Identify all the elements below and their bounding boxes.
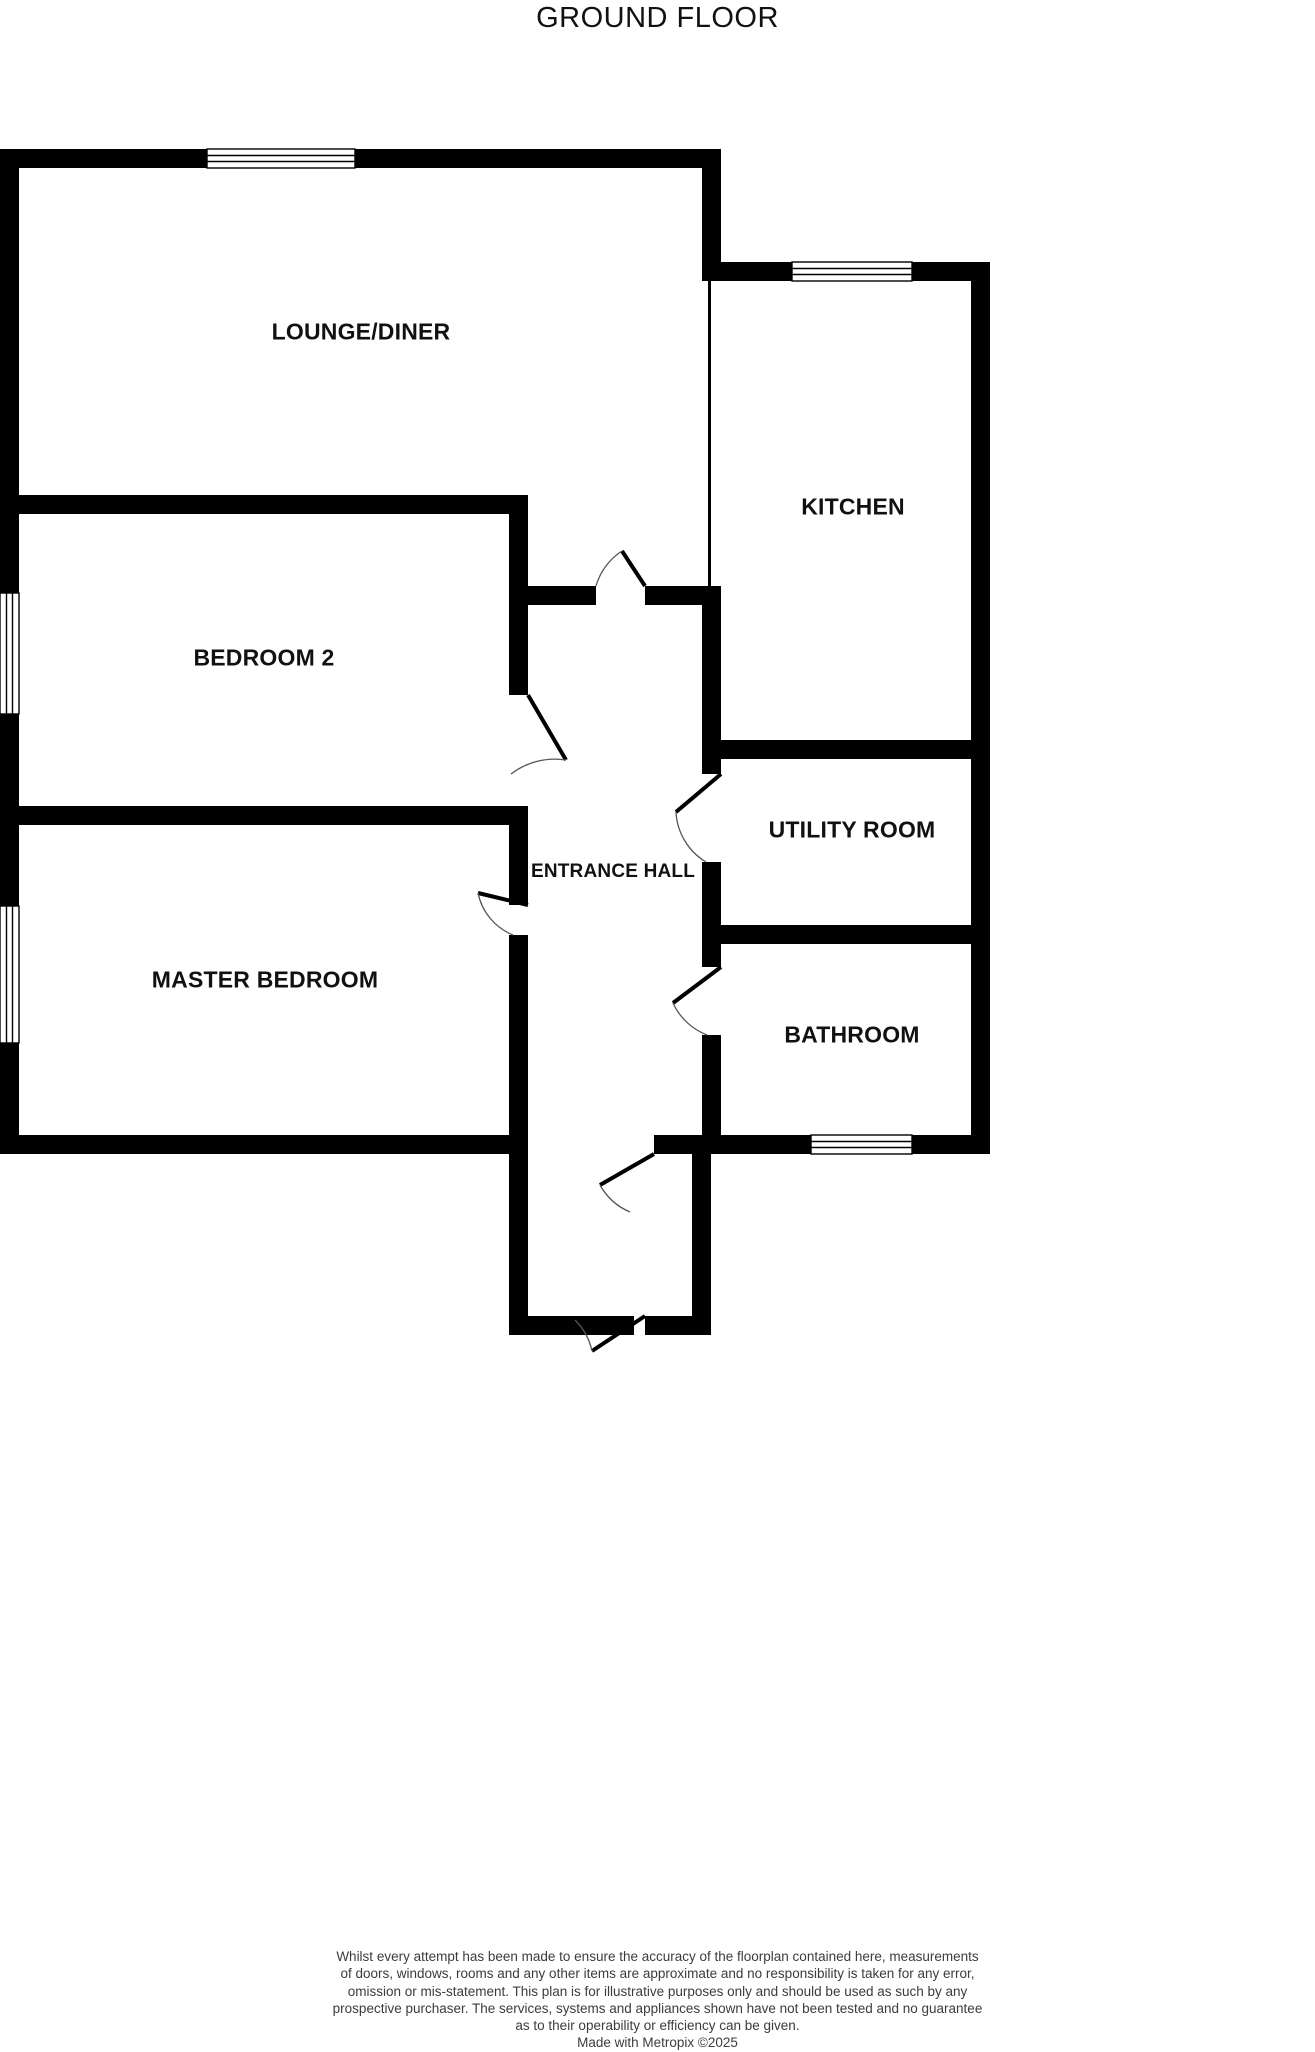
door-utility-hall: [674, 772, 723, 863]
wall-kitchen-top-left: [702, 262, 792, 281]
floorplan-svg: [0, 148, 990, 1353]
wall-group: [0, 149, 990, 1335]
room-label-bedroom-2: BEDROOM 2: [193, 644, 335, 671]
wall-hall-right-upper: [702, 586, 721, 774]
floorplan-drawing: LOUNGE/DINER KITCHEN BEDROOM 2 UTILITY R…: [0, 148, 990, 1353]
wall-top-right: [355, 149, 721, 168]
page-title: GROUND FLOOR: [536, 2, 779, 34]
disclaimer-line-4: prospective purchaser. The services, sys…: [332, 2000, 983, 2016]
door-master-hall: [477, 891, 529, 936]
room-label-master-bedroom: MASTER BEDROOM: [151, 966, 379, 993]
wall-hall-right-mid: [702, 862, 721, 967]
wall-utility-top: [714, 740, 990, 759]
wall-hall-top-left-stub: [528, 586, 596, 605]
window-lounge-top: [206, 148, 356, 169]
wall-lounge-right: [702, 149, 721, 276]
wall-bathroom-top: [714, 925, 990, 944]
room-label-utility-room: UTILITY ROOM: [768, 816, 936, 843]
wall-bedroom2-right: [509, 495, 528, 695]
wall-kitchen-top-right: [912, 262, 990, 281]
wall-master-bottom: [0, 1135, 528, 1154]
room-label-kitchen: KITCHEN: [801, 493, 905, 520]
wall-porch-bottom-left: [509, 1316, 634, 1335]
disclaimer-line-1: Whilst every attempt has been made to en…: [336, 1949, 979, 1964]
window-kitchen-top: [791, 261, 913, 282]
disclaimer-footer: Whilst every attempt has been made to en…: [0, 1948, 1315, 2052]
wall-porch-right: [692, 1154, 711, 1335]
wall-master-right-upper: [509, 825, 528, 905]
wall-master-top: [0, 806, 528, 825]
wall-bedroom2-top: [0, 495, 528, 514]
door-hall-porch: [599, 1152, 655, 1213]
room-label-lounge-diner: LOUNGE/DINER: [271, 318, 451, 345]
door-porch-entrance: [574, 1314, 647, 1353]
wall-bathroom-bottom-right: [912, 1135, 990, 1154]
room-label-bathroom: BATHROOM: [784, 1021, 920, 1048]
disclaimer-line-5: as to their operability or efficiency ca…: [515, 2018, 800, 2034]
wall-hall-right-lower: [702, 1035, 721, 1154]
wall-hall-kitchen-divider: [708, 276, 711, 586]
door-bedroom2-hall: [510, 693, 568, 775]
wall-left-lower: [0, 1043, 19, 1154]
door-lounge-hall: [595, 549, 647, 588]
wall-right-outer: [971, 262, 990, 1154]
room-label-entrance-hall: ENTRANCE HALL: [530, 861, 696, 882]
wall-porch-left: [509, 1135, 528, 1335]
door-bathroom-hall: [671, 965, 723, 1036]
wall-top-left: [0, 149, 207, 168]
disclaimer-line-3: omission or mis-statement. This plan is …: [347, 1983, 968, 1999]
window-group: [0, 148, 913, 1155]
window-bathroom-bottom: [810, 1134, 913, 1155]
wall-master-right-lower: [509, 935, 528, 1154]
disclaimer-line-2: of doors, windows, rooms and any other i…: [340, 1966, 975, 1982]
door-group: [477, 549, 723, 1353]
metropix-credit: Made with Metropix ©2025: [577, 2035, 738, 2051]
wall-left-upper: [0, 149, 19, 593]
wall-porch-bottom-right: [645, 1316, 711, 1335]
window-bedroom2-left: [0, 592, 20, 715]
wall-porch-top-right: [654, 1135, 811, 1154]
window-master-left: [0, 905, 20, 1044]
